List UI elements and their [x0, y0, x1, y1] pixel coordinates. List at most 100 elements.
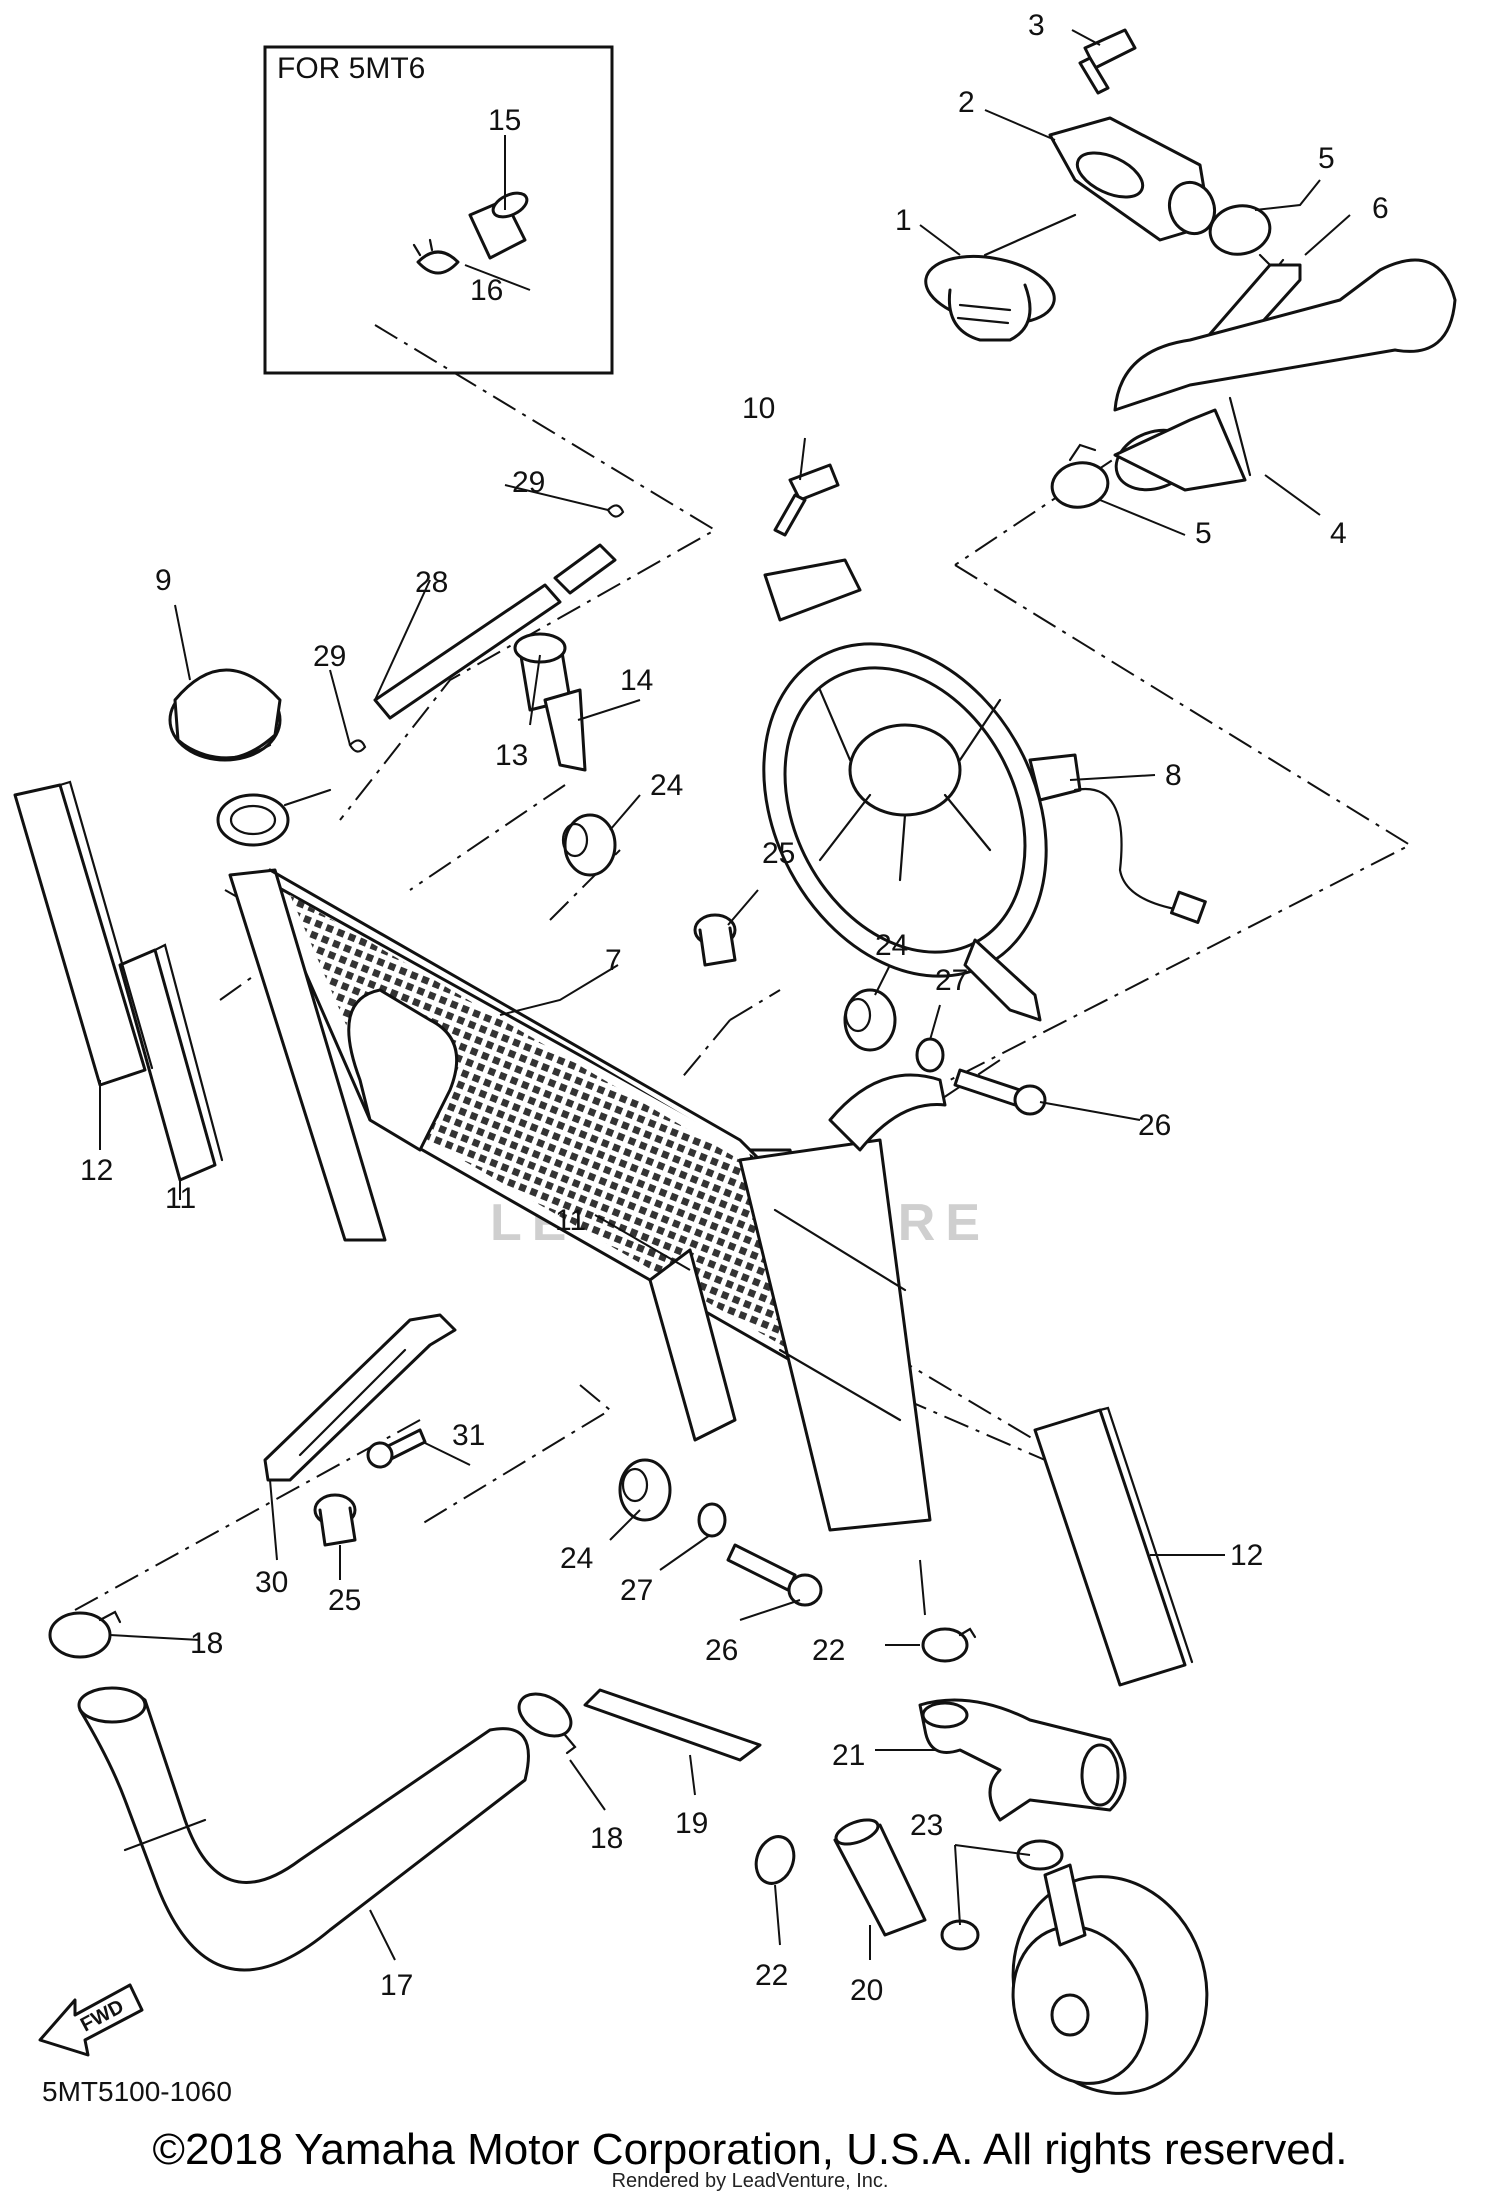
- part-25-collar-lower[interactable]: [313, 1493, 357, 1547]
- part-29-clip-lower[interactable]: [348, 739, 367, 753]
- callout-7: 7: [605, 944, 622, 977]
- part-29-clip-upper[interactable]: [606, 504, 625, 518]
- part-2-thermostat-cover[interactable]: [1048, 116, 1222, 242]
- part-10-bolt[interactable]: [773, 463, 840, 537]
- callout-14: 14: [620, 664, 653, 697]
- callout-26-lower: 26: [705, 1634, 738, 1667]
- callout-21: 21: [832, 1739, 865, 1772]
- part-7-radiator[interactable]: [228, 868, 947, 1532]
- part-21-hose[interactable]: [918, 1698, 1127, 1822]
- callout-2: 2: [958, 86, 975, 119]
- callout-5-upper: 5: [1318, 142, 1335, 175]
- part-19-bracket[interactable]: [583, 1688, 762, 1762]
- part-14-bracket[interactable]: [543, 688, 587, 772]
- fwd-arrow-icon: FWD: [38, 1983, 144, 2057]
- part-3-bolt[interactable]: [1078, 28, 1137, 95]
- callout-10: 10: [742, 392, 775, 425]
- part-9-radiator-cap[interactable]: [168, 668, 282, 762]
- callout-28: 28: [415, 566, 448, 599]
- part-22-clamp-upper[interactable]: [921, 1627, 977, 1663]
- callout-25-lower: 25: [328, 1584, 361, 1617]
- assembly-line-7: [859, 1379, 1046, 1461]
- part-5-clamp-upper[interactable]: [1206, 201, 1285, 272]
- part-16-clip[interactable]: [412, 238, 460, 275]
- callout-24-right: 24: [875, 929, 908, 962]
- part-11-pad-center[interactable]: [648, 1248, 737, 1442]
- callout-22-upper: 22: [812, 1634, 845, 1667]
- callout-20: 20: [850, 1974, 883, 2007]
- part-28-hose[interactable]: [373, 543, 617, 720]
- callout-11-left: 11: [165, 1182, 196, 1215]
- part-24-damper-lower[interactable]: [618, 1458, 672, 1522]
- callout-11-center: 11: [555, 1204, 586, 1237]
- callout-27-lower: 27: [620, 1574, 653, 1607]
- callout-12-right: 12: [1230, 1539, 1263, 1572]
- callout-27-upper: 27: [935, 964, 968, 997]
- callout-31: 31: [452, 1419, 485, 1452]
- callout-3: 3: [1028, 9, 1045, 42]
- callout-8: 8: [1165, 759, 1182, 792]
- part-26-bolt-upper[interactable]: [953, 1068, 1047, 1116]
- part-27-washer-lower[interactable]: [697, 1502, 727, 1538]
- part-24-damper-right[interactable]: [843, 988, 897, 1052]
- callout-6: 6: [1372, 192, 1389, 225]
- callout-4: 4: [1330, 517, 1347, 550]
- part-26-bolt-lower[interactable]: [726, 1543, 823, 1607]
- copyright-text: ©2018 Yamaha Motor Corporation, U.S.A. A…: [152, 2125, 1348, 2174]
- diagram-code: 5MT5100-1060: [42, 2076, 232, 2107]
- part-8-fan-assembly[interactable]: [708, 558, 1207, 1026]
- part-17-hose[interactable]: [77, 1686, 530, 1972]
- callout-23: 23: [910, 1809, 943, 1842]
- part-20-hose[interactable]: [833, 1815, 927, 1937]
- part-22-clamp-lower[interactable]: [750, 1831, 800, 1888]
- callout-13: 13: [495, 739, 528, 772]
- callout-17: 17: [380, 1969, 413, 2002]
- callout-25-upper: 25: [762, 837, 795, 870]
- rendered-by-text: Rendered by LeadVenture, Inc.: [611, 2170, 889, 2192]
- callout-18-left: 18: [190, 1627, 223, 1660]
- callout-5-lower: 5: [1195, 517, 1212, 550]
- callout-19: 19: [675, 1807, 708, 1840]
- inset-box: [263, 45, 614, 375]
- inset-title: FOR 5MT6: [277, 52, 426, 85]
- callout-9: 9: [155, 564, 172, 597]
- part-27-washer-upper[interactable]: [915, 1037, 945, 1073]
- part-1-thermostat[interactable]: [920, 213, 1077, 342]
- callout-labels: 3 2 1 5 6 5 4 10 8 9 29 28 29 15 16 13 1…: [80, 9, 1389, 2007]
- callout-24-lower: 24: [560, 1542, 593, 1575]
- assembly-line-2: [949, 564, 1413, 1081]
- callout-24-upper: 24: [650, 769, 683, 802]
- leader-lines: [99, 29, 1351, 1961]
- callout-29-upper: 29: [512, 466, 545, 499]
- part-15-cap[interactable]: [468, 188, 531, 260]
- part-24-damper-upper-left[interactable]: [561, 813, 617, 877]
- filler-neck: [216, 788, 332, 847]
- assembly-line-3: [954, 434, 1151, 566]
- callout-16: 16: [470, 274, 503, 307]
- assembly-line-6: [74, 1384, 612, 1611]
- callout-1: 1: [895, 204, 912, 237]
- callout-12-left: 12: [80, 1154, 113, 1187]
- part-12-pad-right[interactable]: [1033, 1406, 1194, 1687]
- part-11-pad-left[interactable]: [118, 943, 224, 1182]
- part-25-collar-upper[interactable]: [693, 913, 737, 967]
- part-18-clamp-mid[interactable]: [512, 1685, 578, 1755]
- part-12-pad-left[interactable]: [13, 780, 154, 1087]
- callout-29-lower: 29: [313, 640, 346, 673]
- part-23-clamp-upper[interactable]: [1016, 1839, 1064, 1871]
- callout-15: 15: [488, 104, 521, 137]
- assembly-line-1: [339, 324, 717, 821]
- part-18-clamp-left[interactable]: [48, 1610, 122, 1659]
- callout-18-mid: 18: [590, 1822, 623, 1855]
- part-4-hose[interactable]: [1108, 258, 1457, 500]
- part-23-clamp-lower[interactable]: [940, 1919, 980, 1951]
- assembly-line-5: [679, 989, 781, 1081]
- callout-30: 30: [255, 1566, 288, 1599]
- callout-26-upper: 26: [1138, 1109, 1171, 1142]
- part-31-bolt[interactable]: [366, 1428, 427, 1469]
- oil-cooler[interactable]: [983, 1849, 1237, 2121]
- part-30-bracket[interactable]: [263, 1313, 457, 1482]
- callout-22-lower: 22: [755, 1959, 788, 1992]
- part-5-clamp-lower[interactable]: [1049, 443, 1112, 512]
